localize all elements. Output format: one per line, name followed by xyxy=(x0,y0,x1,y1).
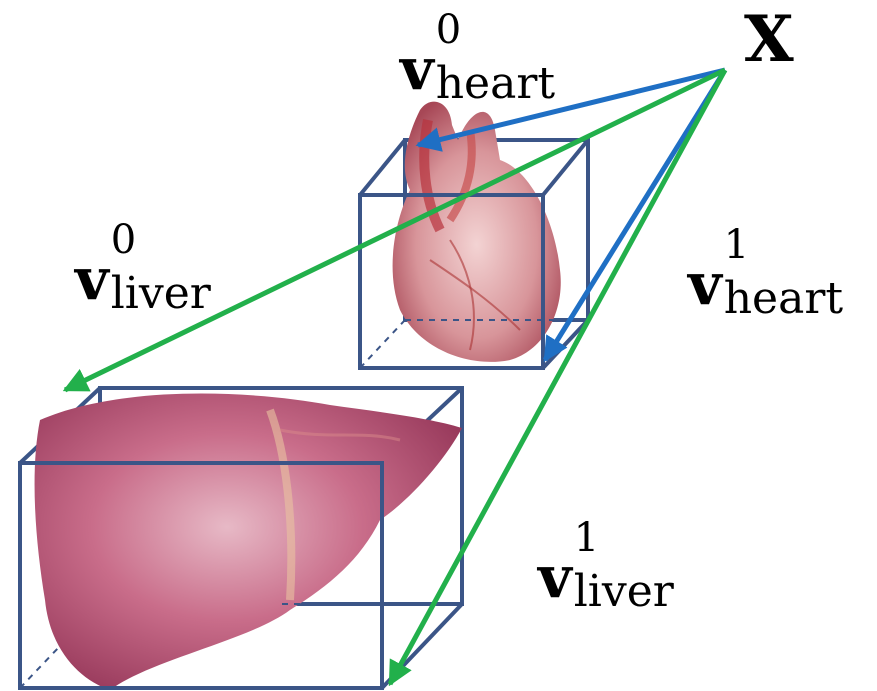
liver-image xyxy=(35,394,462,690)
point-x-label: X xyxy=(744,8,794,72)
